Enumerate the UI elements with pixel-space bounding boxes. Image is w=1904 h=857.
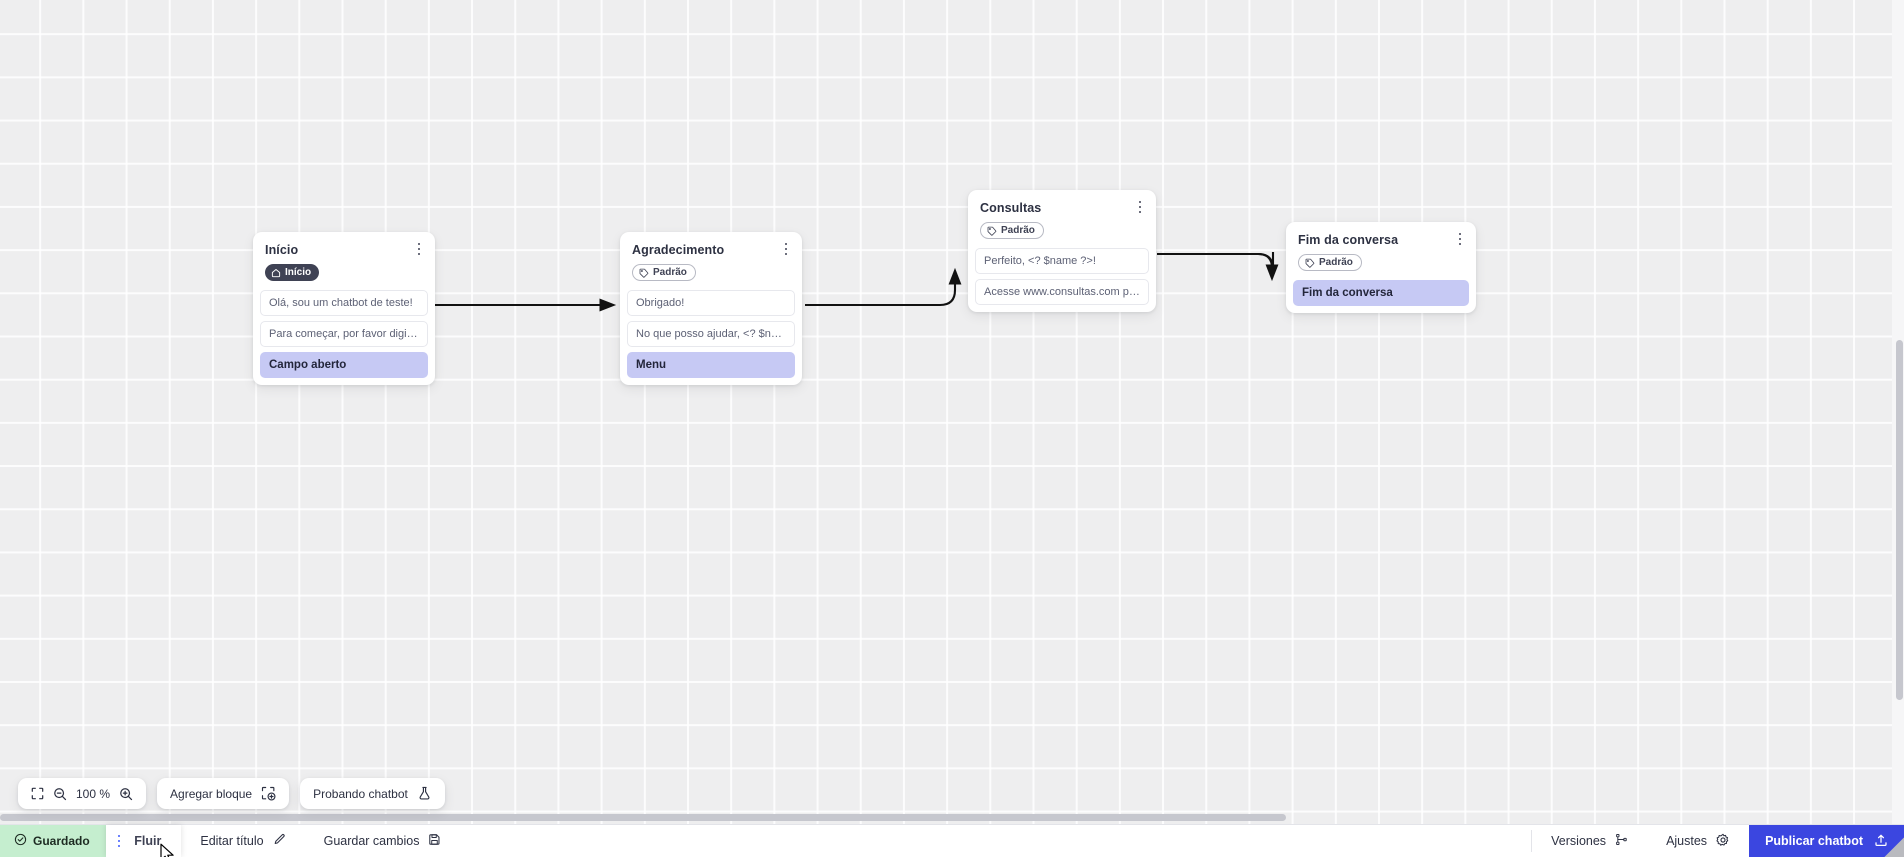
flask-icon (417, 786, 432, 801)
flow-node-consultas[interactable]: Consultas Padrão Perfeito, <? $name ?>! … (968, 190, 1156, 312)
flow-node-agradecimento[interactable]: Agradecimento Padrão Obrigado! No que po… (620, 232, 802, 385)
zoom-level-label: 100 % (76, 786, 111, 801)
flow-canvas[interactable]: Início Início Olá, sou um chatbot de tes… (0, 0, 1904, 824)
node-badge-inicio[interactable]: Início (265, 264, 320, 281)
node-message[interactable]: Perfeito, <? $name ?>! (975, 247, 1149, 274)
node-message[interactable]: Obrigado! (627, 289, 795, 316)
node-badge-padrao[interactable]: Padrão (1298, 254, 1362, 271)
zoom-controls[interactable]: 100 % (18, 778, 147, 809)
node-menu-button[interactable] (1453, 230, 1467, 248)
settings-label: Ajustes (1666, 834, 1708, 848)
edit-title-button[interactable]: Editar título (181, 825, 304, 857)
home-icon (271, 268, 281, 278)
zoom-out-icon[interactable] (53, 787, 67, 801)
canvas-toolbar: 100 % Agregar bloque Probando chatbot (18, 778, 445, 809)
badge-row: Padrão (620, 258, 802, 283)
node-badge-padrao[interactable]: Padrão (980, 222, 1044, 239)
versions-label: Versiones (1551, 834, 1607, 848)
tag-icon (639, 268, 649, 278)
node-title: Agradecimento (632, 243, 725, 257)
node-badge-label: Padrão (1319, 256, 1353, 268)
save-changes-label: Guardar cambios (323, 834, 420, 848)
fit-screen-icon[interactable] (31, 787, 44, 800)
dots-vertical-icon[interactable] (117, 834, 121, 848)
node-message[interactable]: No que posso ajudar, <? $name ... (627, 320, 795, 347)
node-body: Fim da conversa (1286, 273, 1476, 306)
gear-icon (1716, 833, 1730, 850)
node-body: Perfeito, <? $name ?>! Acesse www.consul… (968, 241, 1156, 305)
tab-fluir-label: Fluir (134, 834, 162, 848)
node-menu-button[interactable] (412, 240, 426, 258)
node-action-menu[interactable]: Menu (627, 351, 795, 378)
check-circle-icon (14, 833, 27, 849)
node-menu-button[interactable] (779, 240, 793, 258)
versions-button[interactable]: Versiones (1532, 825, 1647, 857)
node-title: Consultas (980, 201, 1042, 215)
node-header: Fim da conversa (1286, 222, 1476, 248)
node-badge-label: Padrão (1001, 224, 1035, 236)
node-header: Agradecimento (620, 232, 802, 258)
floppy-disk-icon (428, 833, 441, 849)
status-bar-spacer (460, 825, 1531, 857)
add-block-label: Agregar bloque (170, 786, 253, 801)
node-badge-label: Início (285, 266, 312, 278)
edit-title-label: Editar título (200, 834, 264, 848)
upload-icon (1874, 833, 1888, 850)
connector-consultas-fim-tail (1157, 252, 1279, 282)
tag-icon (987, 226, 997, 236)
connector-layer (434, 252, 1279, 312)
status-bar-divider (1531, 830, 1533, 852)
save-changes-button[interactable]: Guardar cambios (305, 825, 461, 857)
node-message[interactable]: Acesse www.consultas.com par... (975, 278, 1149, 305)
connector-consultas-fim (1157, 252, 1275, 270)
node-body: Obrigado! No que posso ajudar, <? $name … (620, 283, 802, 378)
node-title: Início (265, 243, 299, 257)
node-action-campo-aberto[interactable]: Campo aberto (260, 351, 428, 378)
canvas-horizontal-scrollbar[interactable] (0, 814, 1286, 821)
zoom-in-icon[interactable] (119, 787, 133, 801)
flow-node-inicio[interactable]: Início Início Olá, sou um chatbot de tes… (253, 232, 435, 385)
pencil-icon (273, 833, 286, 849)
tag-icon (1305, 258, 1315, 268)
node-menu-button[interactable] (1133, 198, 1147, 216)
settings-button[interactable]: Ajustes (1647, 825, 1749, 857)
node-action-fim-da-conversa[interactable]: Fim da conversa (1293, 279, 1469, 306)
window-resize-handle[interactable] (1884, 837, 1904, 857)
test-chatbot-button[interactable]: Probando chatbot (300, 778, 445, 809)
node-message[interactable]: Olá, sou um chatbot de teste! (260, 289, 428, 316)
node-badge-label: Padrão (653, 266, 687, 278)
node-header: Início (253, 232, 435, 258)
add-block-icon (261, 786, 276, 801)
canvas-vertical-scrollbar[interactable] (1896, 340, 1903, 700)
node-title: Fim da conversa (1298, 233, 1399, 247)
publish-chatbot-label: Publicar chatbot (1765, 834, 1863, 848)
test-chatbot-label: Probando chatbot (313, 786, 408, 801)
add-block-button[interactable]: Agregar bloque (157, 778, 290, 809)
saved-status-label: Guardado (33, 834, 90, 848)
node-badge-padrao[interactable]: Padrão (632, 264, 696, 281)
node-message[interactable]: Para começar, por favor digite o ... (260, 320, 428, 347)
saved-status-badge: Guardado (0, 825, 106, 857)
node-header: Consultas (968, 190, 1156, 216)
tab-fluir[interactable]: Fluir (105, 825, 182, 857)
status-bar: Guardado Fluir Editar título Guardar cam… (0, 824, 1904, 857)
node-body: Olá, sou um chatbot de teste! Para começ… (253, 283, 435, 378)
badge-row: Padrão (968, 216, 1156, 241)
branch-icon (1615, 833, 1628, 849)
publish-chatbot-button[interactable]: Publicar chatbot (1749, 825, 1904, 857)
flow-node-fim-da-conversa[interactable]: Fim da conversa Padrão Fim da conversa (1286, 222, 1476, 313)
badge-row: Padrão (1286, 248, 1476, 273)
connector-agradecimento-consultas (805, 267, 962, 307)
badge-row: Início (253, 258, 435, 283)
